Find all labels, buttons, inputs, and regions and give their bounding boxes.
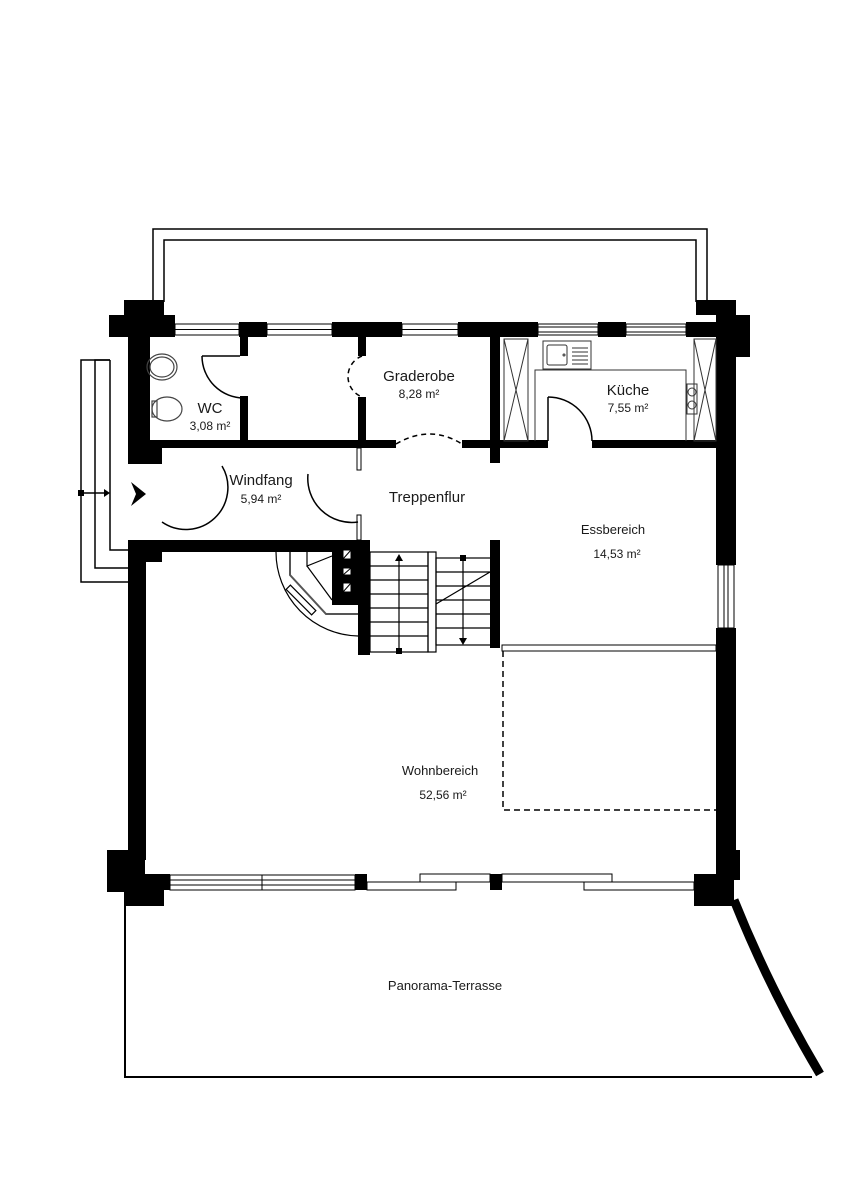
washbasin-icon	[146, 353, 178, 381]
kitchen-door	[547, 396, 593, 442]
room-name-wohnbereich: Wohnbereich	[401, 763, 479, 778]
graderobe-hall-door	[395, 433, 463, 445]
room-area-kueche: 7,55 m²	[607, 401, 649, 415]
room-area-graderobe: 8,28 m²	[398, 387, 440, 401]
windfang-door	[307, 473, 359, 524]
room-name-terrasse: Panorama-Terrasse	[387, 978, 503, 993]
stove-icon	[686, 383, 698, 415]
staircase	[369, 551, 493, 653]
entrance-arrow-icon	[131, 482, 146, 506]
wc-fittings	[146, 353, 183, 422]
fireplace-vents	[342, 549, 352, 593]
entry-door	[161, 465, 229, 531]
toilet-icon	[151, 396, 183, 422]
terrace	[124, 898, 824, 1078]
windows	[169, 323, 735, 891]
room-area-wc: 3,08 m²	[189, 419, 231, 433]
walls	[107, 300, 750, 906]
room-name-wc: WC	[197, 400, 223, 417]
room-name-essbereich: Essbereich	[580, 522, 646, 537]
room-area-essbereich: 14,53 m²	[593, 547, 641, 561]
kitchen-fittings	[503, 338, 717, 442]
zone-lines	[501, 644, 717, 811]
room-area-windfang: 5,94 m²	[240, 492, 282, 506]
ramp-arrow-icon	[78, 489, 110, 497]
entrance-ramp	[80, 359, 130, 583]
room-name-windfang: Windfang	[229, 472, 293, 489]
wc-door	[201, 355, 245, 399]
doors	[161, 355, 593, 531]
sink-icon	[542, 340, 592, 370]
fireplace-icon	[275, 551, 359, 637]
stair-arrow-icon	[395, 554, 467, 654]
room-area-wohnbereich: 52,56 m²	[419, 788, 467, 802]
balcony	[152, 228, 708, 302]
graderobe-door	[347, 355, 363, 398]
room-name-kueche: Küche	[606, 382, 650, 399]
room-name-treppenflur: Treppenflur	[388, 489, 466, 506]
room-name-graderobe: Graderobe	[383, 368, 455, 385]
